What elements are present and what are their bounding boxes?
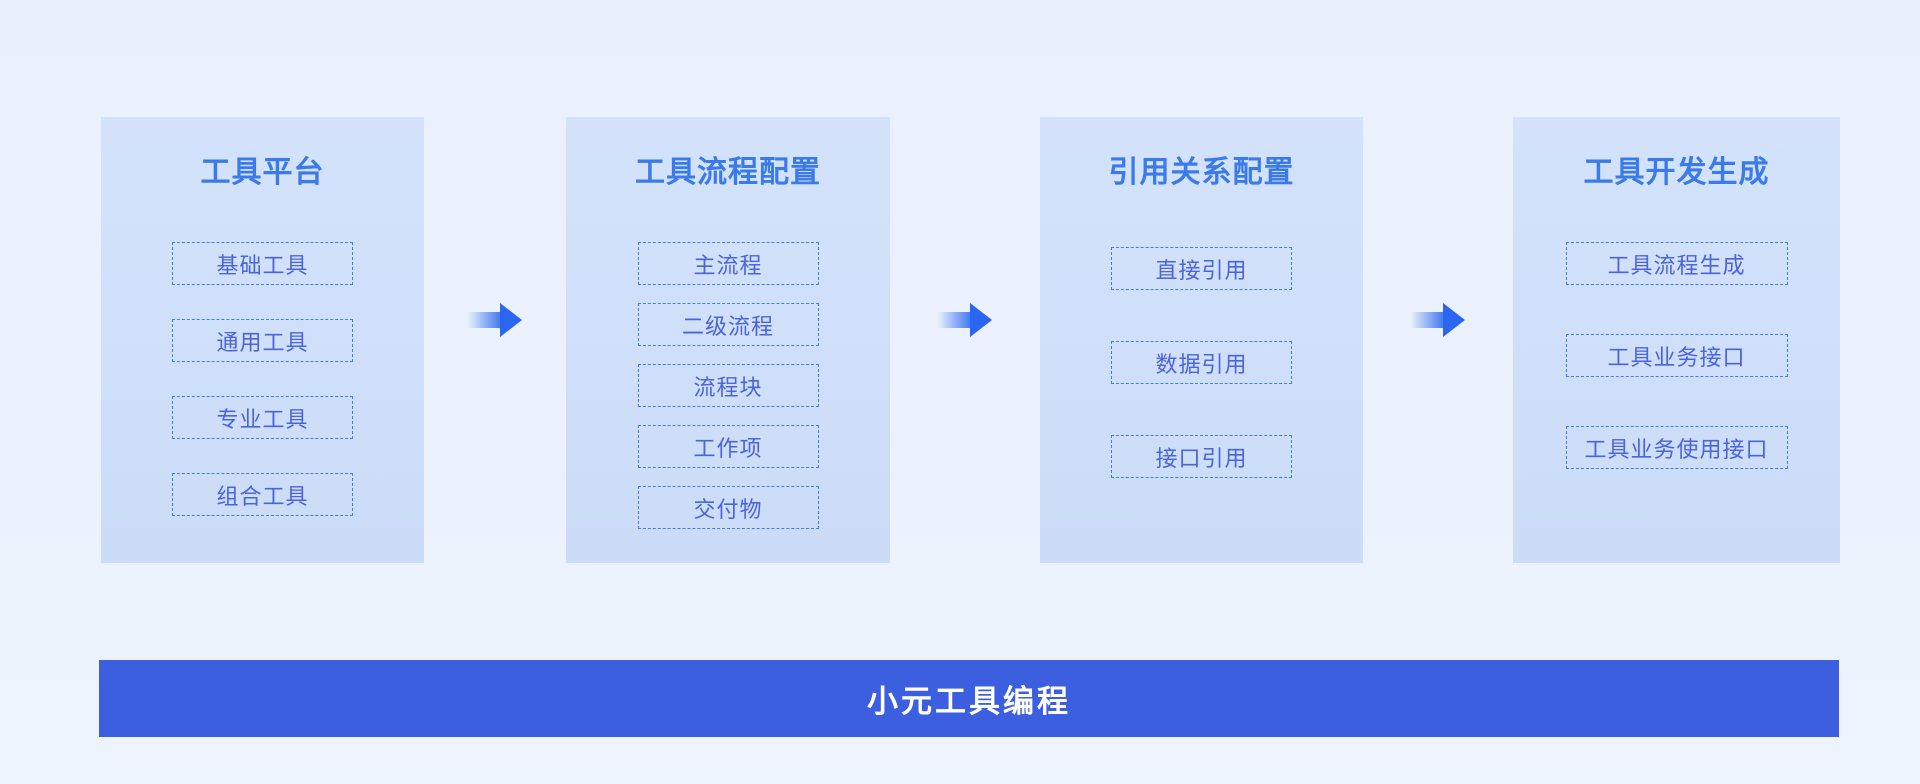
arrow-right-icon <box>468 303 522 337</box>
flow-step-box: 主流程 <box>637 242 819 285</box>
flow-step-box: 专业工具 <box>172 396 353 439</box>
flow-step-box: 工作项 <box>637 425 819 468</box>
panel: 工具开发生成 工具流程生成工具业务接口工具业务使用接口 <box>1513 117 1840 563</box>
flow-step-box: 交付物 <box>637 486 819 529</box>
panel-title: 工具流程配置 <box>635 156 821 189</box>
banner-title: 小元工具编程 <box>867 684 1071 719</box>
flow-step-box: 二级流程 <box>637 303 819 346</box>
arrow-right-icon <box>1411 303 1465 337</box>
banner: 小元工具编程 <box>99 660 1839 737</box>
panel: 工具流程配置 主流程二级流程流程块工作项交付物 <box>566 117 890 563</box>
arrow-head <box>1443 303 1465 337</box>
panel-items: 基础工具通用工具专业工具组合工具 <box>101 242 424 516</box>
arrow-tail <box>938 312 974 328</box>
panel-items: 直接引用数据引用接口引用 <box>1040 247 1363 478</box>
arrow-right-icon <box>938 303 992 337</box>
arrow-head <box>500 303 522 337</box>
flow-step-box: 基础工具 <box>172 242 353 285</box>
flow-step-box: 工具流程生成 <box>1565 242 1788 285</box>
arrow-tail <box>1411 312 1447 328</box>
panel-items: 工具流程生成工具业务接口工具业务使用接口 <box>1513 242 1840 469</box>
arrow-head <box>970 303 992 337</box>
arrow-tail <box>468 312 504 328</box>
flow-step-box: 通用工具 <box>172 319 353 362</box>
panel-title: 引用关系配置 <box>1108 156 1295 189</box>
flow-step-box: 工具业务使用接口 <box>1565 426 1788 469</box>
flow-step-box: 数据引用 <box>1111 341 1292 384</box>
panel-title: 工具开发生成 <box>1583 156 1770 189</box>
flow-step-box: 工具业务接口 <box>1565 334 1788 377</box>
flow-step-box: 接口引用 <box>1111 435 1292 478</box>
panel-title: 工具平台 <box>200 156 325 189</box>
flow-step-box: 组合工具 <box>172 473 353 516</box>
flow-step-box: 直接引用 <box>1111 247 1292 290</box>
panel: 工具平台 基础工具通用工具专业工具组合工具 <box>101 117 424 563</box>
flow-step-box: 流程块 <box>637 364 819 407</box>
panel-items: 主流程二级流程流程块工作项交付物 <box>566 242 890 529</box>
panel: 引用关系配置 直接引用数据引用接口引用 <box>1040 117 1363 563</box>
